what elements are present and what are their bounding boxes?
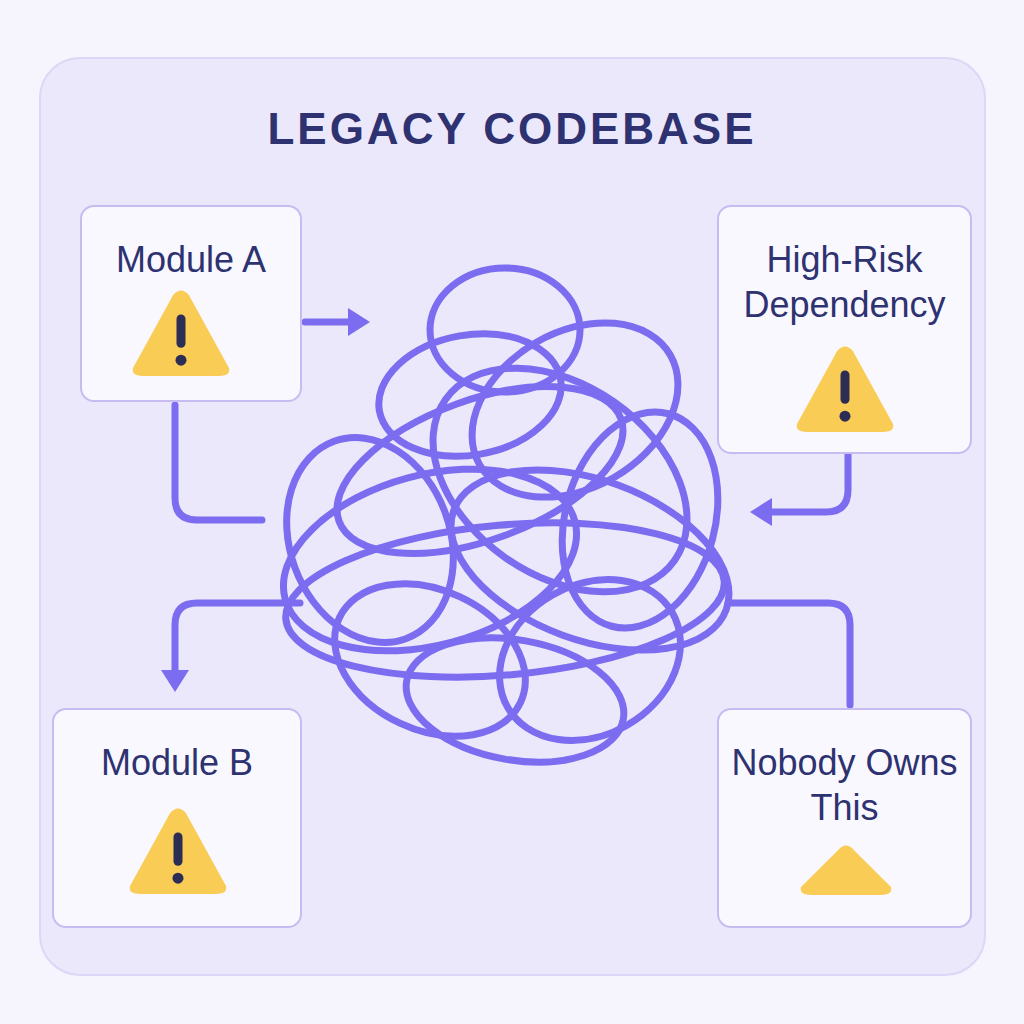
- warning-triangle: [132, 290, 229, 375]
- tangle-loop: [470, 548, 710, 773]
- module-box: Module A: [80, 205, 302, 402]
- box-label: High-Risk Dependency: [719, 237, 970, 327]
- wire: [175, 405, 262, 520]
- module-box: Module B: [52, 708, 302, 928]
- exclamation-dot: [172, 872, 183, 883]
- box-label: Module B: [54, 740, 300, 785]
- warning-triangle: [129, 808, 226, 893]
- box-label: Module A: [82, 237, 300, 282]
- warning-icon: [131, 288, 231, 376]
- warning-icon: [799, 843, 893, 895]
- wire: [305, 319, 352, 326]
- arrowhead: [161, 670, 189, 692]
- exclamation-bar: [840, 370, 849, 403]
- warning-triangle: [796, 346, 893, 431]
- panel: [40, 58, 985, 975]
- box-label: Nobody Owns This: [719, 740, 970, 830]
- warning-triangle: [800, 845, 891, 894]
- wire: [728, 603, 850, 705]
- module-box: Nobody Owns This: [717, 708, 972, 928]
- arrowhead: [750, 498, 772, 526]
- exclamation-dot: [839, 410, 850, 421]
- wire: [770, 452, 848, 512]
- tangle-loop: [539, 394, 741, 645]
- diagram-title: LEGACY CODEBASE: [0, 104, 1024, 154]
- tangle: [259, 268, 754, 778]
- tangle-loop: [396, 622, 633, 778]
- warning-icon: [128, 806, 228, 894]
- module-box: High-Risk Dependency: [717, 205, 972, 454]
- exclamation-dot: [175, 354, 186, 365]
- exclamation-bar: [176, 314, 185, 347]
- tangle-loop: [310, 554, 550, 765]
- warning-icon: [795, 344, 895, 432]
- arrowhead: [348, 308, 370, 336]
- tangle-loop: [259, 414, 481, 666]
- wire: [175, 603, 300, 672]
- exclamation-bar: [173, 832, 182, 865]
